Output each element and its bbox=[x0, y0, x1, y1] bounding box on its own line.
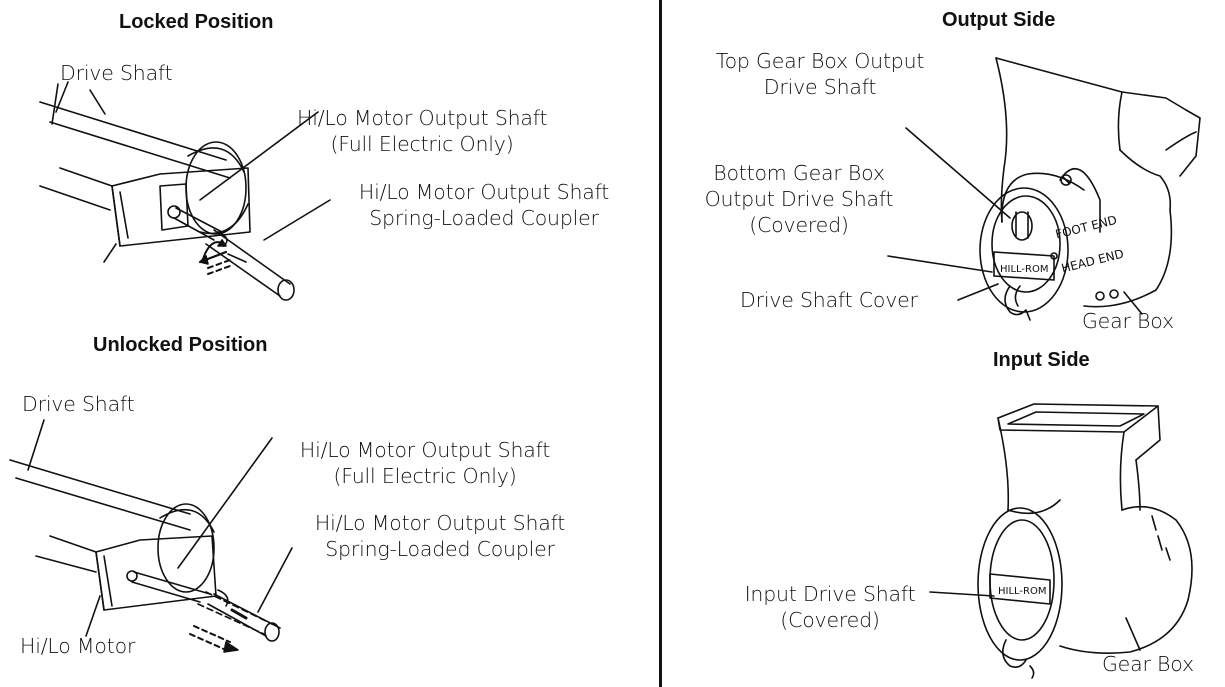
locked-assembly-drawing bbox=[40, 82, 330, 300]
locked-drive-shaft-label: Drive Shaft bbox=[60, 61, 173, 85]
locked-coupler-label: Hi/Lo Motor Output Shaft Spring-Loaded C… bbox=[326, 179, 642, 231]
panel-divider bbox=[659, 0, 662, 687]
locked-motor-output-shaft-label: Hi/Lo Motor Output Shaft (Full Electric … bbox=[297, 105, 547, 157]
input-shaft-line1: Input Drive Shaft bbox=[744, 582, 916, 606]
top-shaft-line2: Drive Shaft bbox=[763, 75, 877, 99]
unlocked-assembly-drawing bbox=[10, 420, 292, 652]
unlocked-motor-output-shaft-label: Hi/Lo Motor Output Shaft (Full Electric … bbox=[272, 437, 578, 489]
unlocked-coupler-line2: Spring-Loaded Coupler bbox=[325, 537, 555, 561]
input-gear-box-drawing: HILL-ROM bbox=[930, 404, 1192, 678]
locked-position-title: Locked Position bbox=[119, 11, 274, 33]
top-shaft-line1: Top Gear Box Output bbox=[715, 49, 925, 73]
drive-shaft-cover-label: Drive Shaft Cover bbox=[740, 288, 918, 312]
unlocked-coupler-label: Hi/Lo Motor Output Shaft Spring-Loaded C… bbox=[284, 510, 596, 562]
bottom-shaft-label: Bottom Gear Box Output Drive Shaft (Cove… bbox=[692, 160, 906, 238]
output-gear-box-label: Gear Box bbox=[1082, 309, 1174, 333]
cover-logo: HILL-ROM bbox=[1000, 264, 1049, 275]
input-shaft-label: Input Drive Shaft (Covered) bbox=[728, 581, 932, 633]
locked-coupler-line1: Hi/Lo Motor Output Shaft bbox=[358, 180, 610, 204]
locked-motor-output-shaft-line2: (Full Electric Only) bbox=[330, 132, 514, 156]
unlocked-motor-output-shaft-line2: (Full Electric Only) bbox=[333, 464, 517, 488]
input-gear-box-label: Gear Box bbox=[1102, 652, 1194, 676]
unlocked-position-title: Unlocked Position bbox=[93, 334, 268, 356]
unlocked-coupler-line1: Hi/Lo Motor Output Shaft bbox=[314, 511, 566, 535]
locked-coupler-line2: Spring-Loaded Coupler bbox=[369, 206, 599, 230]
unlocked-drive-shaft-label: Drive Shaft bbox=[22, 392, 135, 416]
unlocked-motor-output-shaft-line1: Hi/Lo Motor Output Shaft bbox=[299, 438, 551, 462]
output-gear-box-drawing: HILL-ROM bbox=[888, 58, 1200, 320]
bottom-shaft-line2: Output Drive Shaft bbox=[704, 187, 894, 211]
bottom-shaft-line3: (Covered) bbox=[749, 213, 849, 237]
locked-motor-output-shaft-line1: Hi/Lo Motor Output Shaft bbox=[297, 106, 548, 130]
output-side-title: Output Side bbox=[942, 9, 1056, 31]
bottom-shaft-line1: Bottom Gear Box bbox=[713, 161, 885, 185]
input-side-title: Input Side bbox=[993, 349, 1090, 371]
input-shaft-line2: (Covered) bbox=[780, 608, 880, 632]
hi-lo-motor-label: Hi/Lo Motor bbox=[20, 634, 136, 658]
input-cover-logo: HILL-ROM bbox=[998, 586, 1047, 597]
top-shaft-label: Top Gear Box Output Drive Shaft bbox=[686, 48, 954, 100]
